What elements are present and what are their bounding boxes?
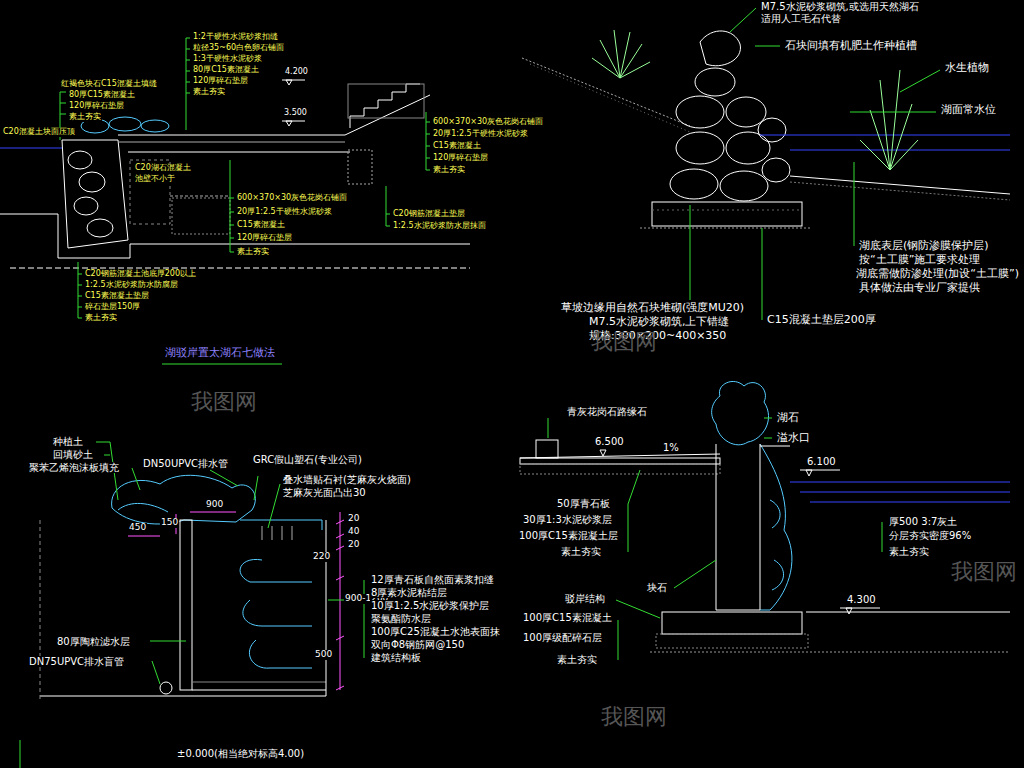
annotation-label: ±0.000(相当绝对标高4.00)	[176, 748, 305, 759]
annotation-label: 500	[314, 650, 333, 660]
annotation-label: 红褐色块石C15混凝土填缝	[60, 80, 158, 89]
annotation-label: 120厚碎石垫层	[236, 234, 293, 243]
annotation-label: 粒径35~60白色卵石铺面	[192, 44, 285, 53]
annotation-label: 1:2.5水泥砂浆防水防腐层	[84, 281, 179, 290]
annotation-label: 双向Φ8钢筋网@150	[370, 639, 465, 650]
annotation-label: 叠水墙贴石衬(芝麻灰火烧面)	[282, 474, 412, 485]
annotation-label: 12厚青石板自然面素浆扣缝	[370, 574, 495, 585]
annotation-label: 1:3干硬性水泥砂浆	[192, 55, 263, 64]
annotation-label: DN50UPVC排水管	[142, 458, 229, 469]
annotation-label: 溢水口	[776, 432, 811, 444]
annotation-label: 素土夯实	[556, 654, 598, 665]
annotation-label: 池壁不小于	[134, 175, 176, 184]
annotation-label: 块石	[646, 582, 668, 593]
annotation-label: 建筑结构板	[370, 652, 422, 663]
annotation-label: 20	[347, 540, 360, 550]
annotation-label: 素土夯实	[192, 88, 226, 97]
annotation-label: M7.5水泥砂浆砌筑,上下错缝	[588, 316, 730, 328]
watermark: 我图网	[590, 330, 658, 354]
annotation-label: 10厚1:2.5水泥砂浆保护层	[370, 600, 490, 611]
annotation-label: 80厚陶粒滤水层	[56, 636, 131, 647]
annotation-label: 素土夯实	[236, 248, 270, 257]
annotation-label: 4.300	[846, 594, 877, 605]
watermark: 我图网	[190, 390, 258, 414]
annotation-label: 6.500	[594, 436, 625, 447]
annotation-label: 湖面常水位	[940, 104, 997, 116]
annotation-label: 120厚碎石垫层	[432, 154, 489, 163]
annotation-label: 900	[205, 500, 224, 510]
annotation-label: M7.5水泥砂浆砌筑,或选用天然湖石	[760, 1, 920, 12]
annotation-label: C20湖石混凝土	[134, 164, 192, 173]
annotation-label: 8厚素水泥粘结层	[370, 587, 448, 598]
annotation-label: 按“土工膜”施工要求处理	[858, 254, 981, 266]
annotation-label: 种植土	[52, 436, 84, 447]
annotation-label: 回填砂土	[52, 449, 94, 460]
annotation-label: 3.500	[283, 109, 308, 118]
annotation-label: C20混凝土块面压顶	[2, 128, 76, 137]
annotation-label: 150	[160, 518, 179, 528]
annotation-label: 驳岸结构	[564, 593, 606, 604]
annotation-label: 600×370×30灰色花岗石铺面	[432, 118, 544, 127]
annotation-label: C15素混凝土垫层	[84, 292, 150, 301]
annotation-label: 草坡边缘用自然石块堆砌(强度MU20)	[560, 302, 745, 314]
annotation-label: 600×370×30灰色花岗石铺面	[236, 194, 348, 203]
annotation-label: 青灰花岗石路缘石	[566, 406, 648, 417]
annotation-label: 20厚1:2.5干硬性水泥砂浆	[236, 208, 333, 217]
annotation-label: 120厚碎石垫层	[192, 77, 249, 86]
watermark: 我图网	[600, 705, 668, 729]
annotation-label: 4.200	[284, 68, 309, 77]
annotation-label: 石块间填有机肥土作种植槽	[784, 40, 918, 52]
annotation-label: 40	[347, 527, 360, 537]
annotation-label: C15素混凝土	[236, 221, 286, 230]
annotation-label: GRC假山塑石(专业公司)	[252, 454, 363, 465]
annotation-label: 80厚C15素混凝土	[192, 66, 260, 75]
annotation-label: 芝麻灰光面凸出30	[282, 487, 367, 498]
annotation-label: 素土夯实	[68, 113, 102, 122]
annotation-label: C20钢筋混凝土池底厚200以上	[84, 270, 197, 279]
annotation-label: C20钢筋混凝土垫层	[392, 210, 466, 219]
annotation-label: 120厚碎石垫层	[68, 102, 125, 111]
annotation-label: 碎石垫层150厚	[84, 303, 141, 312]
detail-caption: 湖驳岸置太湖石七做法	[164, 347, 276, 359]
annotation-label: 100厚级配碎石层	[522, 632, 603, 643]
annotation-label: 聚氨酯防水层	[370, 613, 432, 624]
annotation-label: C15混凝土垫层200厚	[766, 314, 877, 326]
annotation-label: 水生植物	[944, 62, 990, 74]
watermark: 我图网	[950, 560, 1018, 584]
annotation-label: 聚苯乙烯泡沫板填充	[28, 462, 120, 473]
annotation-label: 80厚C15素混凝土	[68, 91, 136, 100]
annotation-label: 湖底表层(钢防渗膜保护层)	[858, 240, 990, 252]
annotation-label: 1:2.5水泥砂浆防水层抹面	[392, 222, 487, 231]
annotation-label: 湖石	[776, 412, 800, 424]
annotation-label: 素土夯实	[84, 314, 118, 323]
annotation-label: 1%	[662, 442, 680, 453]
annotation-label: 100厚C15素混凝土层	[518, 530, 619, 541]
annotation-label: 具体做法由专业厂家提供	[858, 282, 981, 294]
annotation-label: 20	[347, 514, 360, 524]
annotation-label: 素土夯实	[888, 546, 930, 557]
annotation-label: 30厚1:3水泥砂浆层	[522, 514, 613, 525]
annotation-label: 厚500 3:7灰土	[888, 516, 958, 527]
bank-section	[0, 38, 470, 364]
annotation-label: 450	[128, 523, 147, 533]
overflow-bank-section	[520, 381, 1010, 660]
annotation-label: 100厚C15素混凝土	[522, 612, 613, 623]
annotation-label: 100厚C25混凝土水池表面抹	[370, 626, 501, 637]
annotation-label: 6.100	[806, 456, 837, 467]
annotation-label: 湖底需做防渗处理(加设“土工膜”)	[855, 268, 1020, 280]
annotation-label: C15素混凝土	[432, 142, 482, 151]
annotation-label: 适用人工毛石代替	[760, 13, 842, 24]
annotation-label: 素土夯实	[560, 546, 602, 557]
annotation-label: 20厚1:2.5干硬性水泥砂浆	[432, 130, 529, 139]
annotation-label: 素土夯实	[432, 166, 466, 175]
annotation-label: 220	[312, 552, 331, 562]
annotation-label: 50厚青石板	[556, 498, 611, 509]
annotation-label: 分层夯实密度96%	[888, 530, 972, 541]
annotation-label: DN75UPVC排水盲管	[28, 656, 125, 667]
annotation-label: 1:2干硬性水泥砂浆扣缝	[192, 33, 279, 42]
